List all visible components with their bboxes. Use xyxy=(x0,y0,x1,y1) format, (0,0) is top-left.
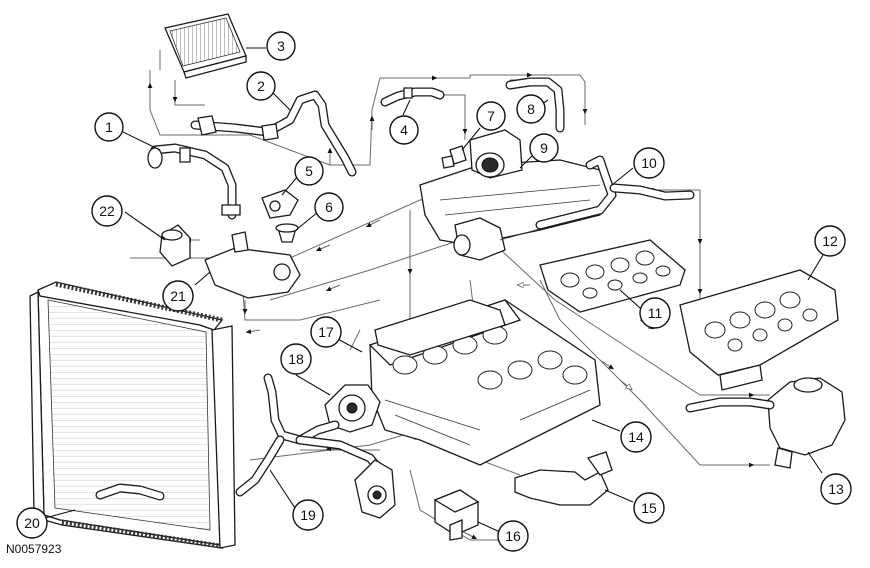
callout-4-label: 4 xyxy=(400,122,408,138)
callout-20-label: 20 xyxy=(24,515,40,531)
callout-12-label: 12 xyxy=(822,233,838,249)
callout-5: 5 xyxy=(294,156,324,186)
callout-2-label: 2 xyxy=(257,78,265,94)
bypass-hose xyxy=(380,87,445,107)
coolant-temperature-sensor xyxy=(441,145,467,169)
callout-15: 15 xyxy=(633,492,665,524)
callout-18: 18 xyxy=(280,343,312,375)
cylinder-head-right xyxy=(679,269,839,391)
upper-radiator-hose xyxy=(147,143,241,220)
thermostat-housing xyxy=(204,231,301,299)
callout-3: 3 xyxy=(266,31,296,61)
callout-10: 10 xyxy=(633,147,665,179)
callout-15-label: 15 xyxy=(641,500,657,516)
callout-9: 9 xyxy=(529,133,559,163)
callout-6: 6 xyxy=(314,192,344,222)
callout-14-label: 14 xyxy=(628,429,644,445)
cylinder-head-left xyxy=(374,299,506,356)
figure-id: N0057923 xyxy=(6,542,62,556)
callout-7-label: 7 xyxy=(487,108,495,124)
callout-12: 12 xyxy=(814,225,846,257)
callout-4: 4 xyxy=(389,115,419,145)
callout-13: 13 xyxy=(820,473,852,505)
coolant-outlet xyxy=(261,189,299,219)
callout-10-label: 10 xyxy=(641,155,657,171)
callout-7: 7 xyxy=(476,101,506,131)
callout-22: 22 xyxy=(91,195,123,227)
callout-5-label: 5 xyxy=(305,163,313,179)
callout-17: 17 xyxy=(310,316,342,348)
callout-11-label: 11 xyxy=(648,305,663,321)
callout-22-label: 22 xyxy=(99,203,115,219)
callout-21: 21 xyxy=(162,280,194,312)
degas-hose xyxy=(505,77,565,133)
callout-18-label: 18 xyxy=(288,351,304,367)
callout-17-label: 17 xyxy=(318,324,334,340)
degas-bottle xyxy=(685,377,846,469)
heater-control-valve xyxy=(433,489,480,541)
radiator xyxy=(29,281,236,549)
callout-3-label: 3 xyxy=(277,38,285,54)
heater-hose xyxy=(190,90,357,177)
radiator-cap xyxy=(159,224,191,267)
callout-16: 16 xyxy=(497,520,529,552)
heater-core xyxy=(164,13,247,79)
tube-bracket xyxy=(514,451,613,506)
outlet-hose xyxy=(535,155,695,230)
callout-2: 2 xyxy=(246,71,276,101)
callout-11: 11 xyxy=(639,297,671,329)
callout-9-label: 9 xyxy=(540,140,548,156)
water-pump xyxy=(324,384,381,433)
cylinder-head-gasket xyxy=(539,239,686,313)
callout-1-label: 1 xyxy=(105,119,113,135)
callout-16-label: 16 xyxy=(505,528,521,544)
callout-13-label: 13 xyxy=(828,481,844,497)
callout-20: 20 xyxy=(16,507,48,539)
pulley-bracket xyxy=(354,459,396,519)
callout-8-label: 8 xyxy=(527,101,535,117)
callout-6-label: 6 xyxy=(325,199,333,215)
thermostat xyxy=(275,223,299,243)
callout-14: 14 xyxy=(620,421,652,453)
callout-19-label: 19 xyxy=(300,507,316,523)
callout-1: 1 xyxy=(94,112,124,142)
callout-19: 19 xyxy=(292,499,324,531)
callout-21-label: 21 xyxy=(170,288,186,304)
callout-8: 8 xyxy=(516,94,546,124)
callout-leaders xyxy=(44,47,824,533)
